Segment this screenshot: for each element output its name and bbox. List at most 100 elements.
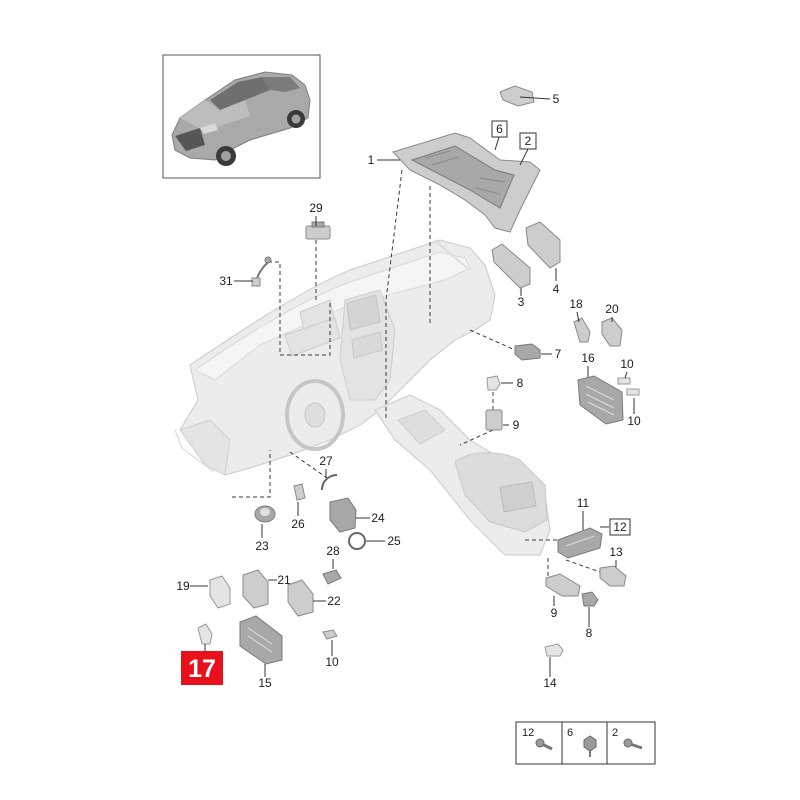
part-16-panel [577,375,624,425]
part-14 [544,643,564,657]
callouts: 5 1 29 31 3 4 18 20 16 10 7 8 9 10 27 11… [176,92,641,690]
part-8-lower [581,591,599,607]
callout-11: 11 [577,496,590,510]
part-24 [329,497,357,533]
part-1 [392,132,541,233]
part-13 [599,565,627,587]
part-11-buttons [565,535,595,547]
fastener-legend: 12 6 2 [515,721,656,765]
part-10-lower [322,629,338,640]
callout-10-right: 10 [627,414,641,428]
assembly-line-part-7 [469,329,516,351]
car-grille [175,128,205,151]
screw-icon-2 [623,738,643,750]
part-15 [239,615,283,665]
callout-16: 16 [581,351,595,365]
callout-3: 3 [518,295,525,309]
callout-8-lower: 8 [586,626,593,640]
leader-5 [519,96,551,100]
boxed-callouts: 6 2 12 [491,120,631,536]
part-29 [305,221,331,240]
instrument-cluster [284,317,341,357]
boxed-callout-12: 12 [613,520,627,534]
part-16-buttons [585,385,615,416]
callout-19: 19 [176,579,190,593]
part-1-vent-lines [424,150,506,195]
callout-18: 18 [569,297,583,311]
dashboard-body [179,239,496,476]
callout-21: 21 [277,573,291,587]
callout-9: 9 [513,418,520,432]
part-31-connector [251,277,261,287]
part-29-top [311,221,325,228]
assembly-line-part-9 [459,429,494,446]
boxed-callout-12-frame [609,518,631,536]
part-23-cap [260,508,270,516]
callout-8: 8 [517,376,524,390]
car-hood [180,100,250,131]
floor-edge [174,429,215,473]
callout-10-lower: 10 [325,655,339,669]
callout-23: 23 [255,539,269,553]
center-screen [346,294,381,331]
nut-6-body [583,735,597,752]
callout-31: 31 [219,274,233,288]
steering-hub [304,402,326,428]
assembly-lines [232,169,601,576]
part-15-buttons [247,627,273,653]
part-11-strip [557,527,603,559]
part-11 [557,527,603,559]
callout-26: 26 [291,517,305,531]
bolt-12-head [535,738,545,748]
callout-7: 7 [555,347,562,361]
leader-10-upper [624,371,628,379]
callout-28: 28 [326,544,340,558]
vehicle-thumbnail [162,54,321,179]
windshield-edge [434,239,471,271]
legend-label-6: 6 [567,727,573,739]
center-vents [351,331,383,359]
callout-27: 27 [319,454,333,468]
boxed-callout-6-frame [491,120,508,138]
screw-2-head [623,738,633,748]
assembly-line-part-31 [268,261,331,356]
highlight-badge-label: 17 [188,655,216,683]
part-22 [287,579,314,617]
assembly-line-part-13 [565,559,601,573]
leader-2 [519,148,529,166]
part-3 [491,243,531,289]
car-windshield [210,77,270,110]
bolt-icon-12 [535,738,553,751]
part-15-panel [239,615,283,665]
leader-lines [190,96,635,677]
steering-wheel [285,379,345,451]
leader-6 [494,136,500,151]
legend-label-2: 2 [612,727,618,739]
part-5 [499,85,535,107]
part-4 [525,221,561,269]
car-side-window [262,77,300,92]
part-10-upper-a [617,377,631,385]
callout-9-lower: 9 [551,606,558,620]
lower-left-trim [179,419,231,476]
part-17 [197,623,213,645]
part-26 [293,483,306,501]
part-20 [601,317,623,347]
callout-15: 15 [258,676,272,690]
part-1-inner [410,145,515,209]
rear-vents [499,481,537,513]
part-28 [322,569,342,585]
legend-label-12: 12 [522,727,534,739]
nut-icon-6 [583,735,597,757]
part-16 [577,375,624,425]
callout-1: 1 [368,153,375,167]
front-wheel-rim [221,151,231,161]
callout-20: 20 [605,302,619,316]
part-31-sensor [264,256,272,264]
part-9 [485,409,503,431]
part-9-lower [545,573,581,597]
assembly-line-part-24 [289,451,331,481]
part-21 [242,569,269,609]
part-10-upper-b [626,388,640,396]
